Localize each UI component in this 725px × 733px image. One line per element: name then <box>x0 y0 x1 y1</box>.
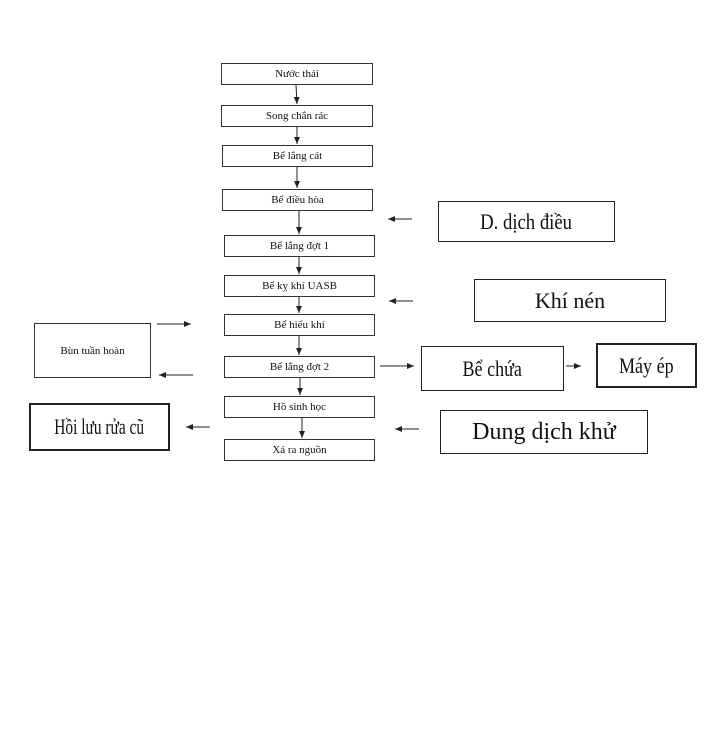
node-be-lang-dot-2: Bể lắng đợt 2 <box>224 356 375 378</box>
node-be-dieu-hoa: Bể điều hòa <box>222 189 373 211</box>
label-dung-dich-khu: Dung dịch khử <box>472 418 616 445</box>
arrow-1 <box>293 84 300 105</box>
label-hoi-luu: Hồi lưu rửa cũ <box>54 414 145 439</box>
label-may-ep: Máy ép <box>619 352 674 378</box>
node-dung-dich-dieu: D. dịch điều <box>438 201 615 242</box>
node-be-chua: Bể chứa <box>421 346 564 391</box>
node-be-hieu-khi: Bể hiếu khí <box>224 314 375 336</box>
node-khi-nen: Khí nén <box>474 279 666 322</box>
node-be-lang-dot-1: Bể lắng đợt 1 <box>224 235 375 257</box>
node-be-ky-khi-uasb: Bể kỵ khí UASB <box>224 275 375 297</box>
node-song-chan-rac: Song chắn rác <box>221 105 373 127</box>
node-dung-dich-khu: Dung dịch khử <box>440 410 648 454</box>
node-may-ep: Máy ép <box>596 343 697 388</box>
node-ho-sinh-hoc: Hồ sinh học <box>224 396 375 418</box>
node-hoi-luu: Hồi lưu rửa cũ <box>29 403 170 451</box>
label-dung-dich-dieu: D. dịch điều <box>480 208 573 234</box>
node-nuoc-thai: Nước thải <box>221 63 373 85</box>
node-be-lang-cat: Bể lắng cát <box>222 145 373 167</box>
label-be-chua: Bể chứa <box>462 355 523 381</box>
node-bun-tuan-hoan: Bùn tuần hoàn <box>34 323 151 378</box>
node-xa-ra-nguon: Xả ra nguồn <box>224 439 375 461</box>
label-khi-nen: Khí nén <box>534 287 606 313</box>
